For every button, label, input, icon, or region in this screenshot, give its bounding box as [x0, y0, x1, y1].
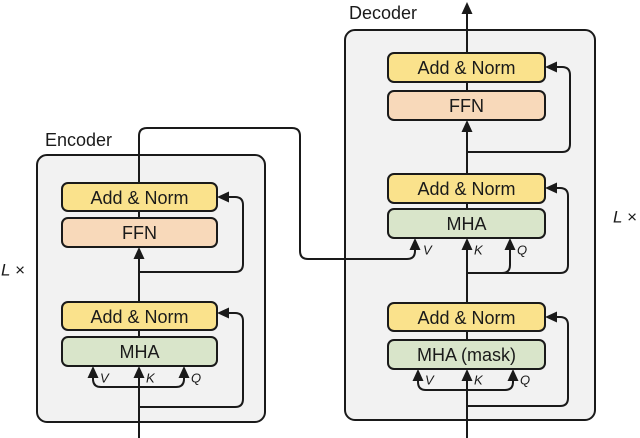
encoder-k-arrowhead: [133, 366, 145, 378]
decoder-repeat-label: L ×: [613, 208, 637, 227]
decoder-add-norm-top-label: Add & Norm: [417, 58, 515, 78]
decoder-masked-q-label: Q: [520, 373, 530, 388]
decoder-masked-vq-branch-line: [417, 375, 514, 391]
decoder-masked-v-arrowhead: [412, 369, 424, 381]
decoder-masked-q-arrowhead: [507, 369, 519, 381]
decoder-masked-k-label: K: [474, 373, 484, 388]
decoder-cross-k-arrowhead: [461, 238, 473, 250]
decoder-title: Decoder: [349, 3, 417, 23]
decoder-cross-v-arrowhead: [409, 238, 421, 250]
decoder-mha-masked-label: MHA (mask): [417, 345, 516, 365]
decoder-q-stem-line: [501, 242, 511, 274]
decoder-add-norm-top-block: [387, 52, 546, 83]
decoder-cross-residual-line: [467, 187, 569, 274]
decoder-masked-residual-line: [467, 316, 569, 407]
encoder-mha-residual-line: [139, 312, 244, 408]
decoder-ffn-block: [387, 90, 546, 121]
decoder-cross-v-label: V: [423, 243, 433, 258]
decoder-add-norm-masked-label: Add & Norm: [417, 308, 515, 328]
decoder-mha-cross-block: [387, 208, 546, 239]
encoder-v-label: V: [100, 371, 110, 386]
decoder-cross-residual-arrowhead: [545, 182, 557, 194]
encoder-to-decoder-cross-line: [138, 127, 416, 260]
encoder-q-arrowhead: [178, 366, 190, 378]
decoder-masked-v-label: V: [425, 373, 435, 388]
encoder-repeat-label: L ×: [1, 261, 25, 280]
encoder-title: Encoder: [45, 130, 112, 150]
decoder-output-arrowhead: [461, 2, 473, 14]
decoder-mha-masked-block: [387, 339, 546, 370]
decoder-cross-k-label: K: [474, 243, 484, 258]
encoder-ffn-residual-line: [139, 196, 244, 273]
decoder-cross-q-arrowhead: [504, 238, 516, 250]
encoder-bottom-residual-arrowhead: [217, 307, 229, 319]
encoder-vq-branch-line: [92, 372, 185, 388]
decoder-masked-k-arrowhead: [461, 369, 473, 381]
encoder-ffn-label: FFN: [122, 223, 157, 243]
decoder-masked-residual-arrowhead: [545, 311, 557, 323]
encoder-add-norm-bottom-block: [61, 301, 218, 331]
decoder-ffn-arrowhead: [461, 120, 473, 132]
encoder-v-arrowhead: [87, 366, 99, 378]
decoder-add-norm-masked-block: [387, 302, 546, 332]
decoder-ffn-residual-line: [467, 66, 571, 153]
decoder-mha-cross-label: MHA: [447, 214, 487, 234]
decoder-add-norm-cross-block: [387, 173, 546, 204]
decoder-ffn-label: FFN: [449, 96, 484, 116]
encoder-q-label: Q: [191, 371, 201, 386]
encoder-ffn-block: [61, 217, 218, 248]
decoder-top-residual-arrowhead: [545, 61, 557, 73]
encoder-add-norm-bottom-label: Add & Norm: [90, 307, 188, 327]
encoder-ffn-arrowhead: [133, 247, 145, 259]
encoder-top-residual-arrowhead: [217, 191, 229, 203]
encoder-add-norm-top-block: [61, 182, 218, 212]
encoder-k-label: K: [146, 371, 156, 386]
decoder-cross-q-label: Q: [517, 243, 527, 258]
decoder-add-norm-cross-label: Add & Norm: [417, 179, 515, 199]
encoder-add-norm-top-label: Add & Norm: [90, 188, 188, 208]
encoder-mha-block: [61, 336, 218, 367]
encoder-mha-label: MHA: [120, 342, 160, 362]
